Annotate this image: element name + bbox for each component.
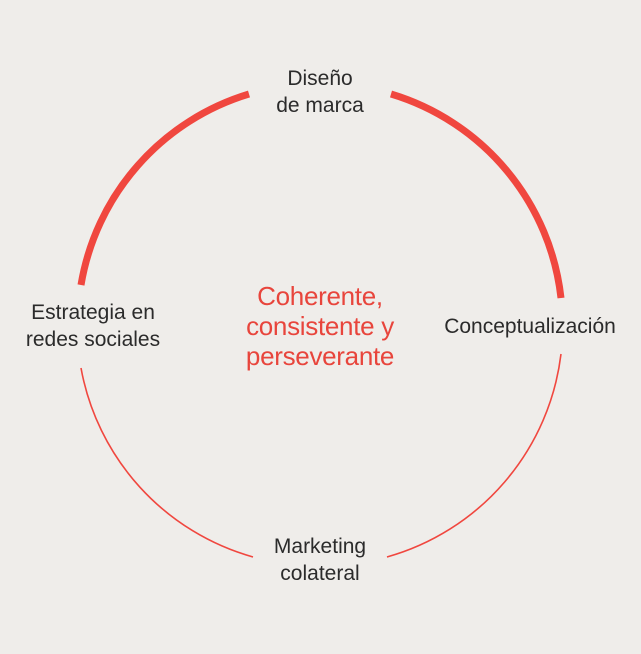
node-label-line: Marketing: [273, 535, 367, 558]
node-conceptualizacion: Conceptualización: [425, 313, 635, 340]
node-marketing-colateral: Marketing colateral: [220, 533, 420, 587]
arc-top-right: [389, 90, 565, 299]
arc-bottom-right: [386, 353, 562, 558]
arc-top-left: [77, 90, 251, 286]
center-statement-line: Coherente,: [257, 281, 383, 311]
arc-bottom-left: [80, 367, 254, 558]
center-statement-line: consistente y: [246, 311, 394, 341]
node-label-line: colateral: [280, 562, 360, 585]
node-label-line: Conceptualización: [444, 315, 616, 338]
node-label-line: de marca: [276, 94, 364, 117]
center-statement-line: perseverante: [245, 341, 395, 371]
node-estrategia-redes-sociales: Estrategia en redes sociales: [8, 299, 178, 353]
node-label-line: redes sociales: [25, 328, 161, 351]
center-statement: Coherente, consistente y perseverante: [200, 281, 440, 371]
node-diseno-de-marca: Diseño de marca: [220, 65, 420, 119]
node-label-line: Estrategia en: [31, 301, 155, 324]
node-label-line: Diseño: [287, 67, 353, 90]
